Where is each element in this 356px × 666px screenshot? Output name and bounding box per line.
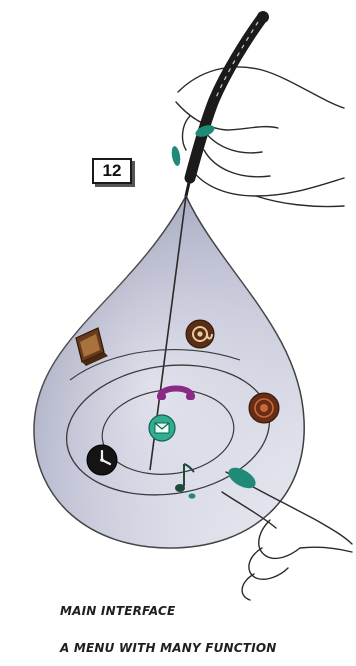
mail-envelope-icon[interactable]	[149, 415, 175, 441]
sound-speaker-icon[interactable]	[249, 393, 279, 423]
at-sign-icon[interactable]	[186, 320, 214, 348]
drop-highlight	[34, 196, 304, 548]
thumbnail-accent	[170, 145, 181, 166]
clock-icon[interactable]	[87, 445, 117, 475]
caption-main-interface: MAIN INTERFACE	[60, 604, 175, 618]
caption-menu-description: A MENU WITH MANY FUNCTION	[60, 641, 277, 655]
stylus	[186, 11, 269, 196]
panel-number-badge: 12	[92, 158, 132, 184]
